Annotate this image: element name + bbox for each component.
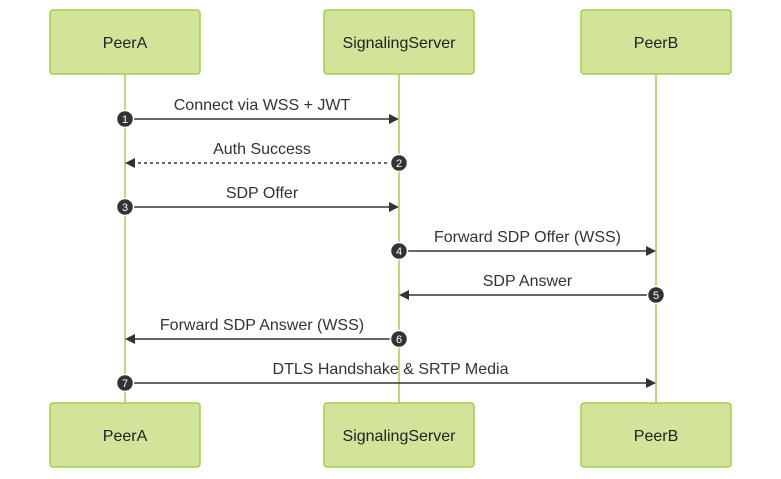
message-7: DTLS Handshake & SRTP Media 7 (115, 361, 656, 393)
message-label: SDP Offer (226, 185, 299, 202)
message-label: Connect via WSS + JWT (174, 97, 351, 114)
arrowhead-icon (646, 378, 656, 388)
sequence-number-badge (389, 241, 409, 261)
sequence-number-badge (115, 373, 135, 393)
arrowhead-icon (389, 202, 399, 212)
actor-peera-top: PeerA (49, 9, 201, 75)
message-label: Forward SDP Answer (WSS) (160, 317, 364, 334)
actor-signalingserver-top: SignalingServer (323, 9, 475, 75)
sequence-number-badge (389, 153, 409, 173)
sequence-number-badge (115, 197, 135, 217)
actor-box (49, 402, 201, 468)
message-5: SDP Answer 5 (399, 273, 666, 305)
sequence-number: 4 (396, 246, 402, 258)
message-2: Auth Success 2 (125, 141, 409, 173)
actor-box (323, 402, 475, 468)
sequence-number: 1 (122, 114, 128, 126)
actor-signalingserver-bottom: SignalingServer (323, 402, 475, 468)
arrowhead-icon (125, 158, 135, 168)
actor-peerb-top: PeerB (580, 9, 732, 75)
actor-label: SignalingServer (343, 35, 457, 52)
arrowhead-icon (399, 290, 409, 300)
actor-box (323, 9, 475, 75)
message-label: SDP Answer (483, 273, 573, 290)
sequence-number: 6 (396, 334, 402, 346)
actor-label: PeerB (634, 35, 678, 52)
sequence-number: 5 (653, 290, 659, 302)
arrowhead-icon (125, 334, 135, 344)
message-label: DTLS Handshake & SRTP Media (273, 361, 509, 378)
actor-peerb-bottom: PeerB (580, 402, 732, 468)
actor-box (580, 9, 732, 75)
sequence-number: 3 (122, 202, 128, 214)
message-1: Connect via WSS + JWT 1 (115, 97, 399, 129)
sequence-number-badge (389, 329, 409, 349)
actor-box (580, 402, 732, 468)
arrowhead-icon (646, 246, 656, 256)
sequence-number-badge (115, 109, 135, 129)
message-label: Forward SDP Offer (WSS) (434, 229, 621, 246)
message-6: Forward SDP Answer (WSS) 6 (125, 317, 409, 349)
message-3: SDP Offer 3 (115, 185, 399, 217)
sequence-number-badge (646, 285, 666, 305)
actor-peera-bottom: PeerA (49, 402, 201, 468)
actor-label: PeerA (103, 35, 148, 52)
actor-box (49, 9, 201, 75)
sequence-number: 2 (396, 158, 402, 170)
arrowhead-icon (389, 114, 399, 124)
sequence-number: 7 (122, 378, 128, 390)
actor-label: PeerB (634, 428, 678, 445)
actor-label: SignalingServer (343, 428, 457, 445)
message-label: Auth Success (213, 141, 311, 158)
actor-label: PeerA (103, 428, 148, 445)
message-4: Forward SDP Offer (WSS) 4 (389, 229, 656, 261)
